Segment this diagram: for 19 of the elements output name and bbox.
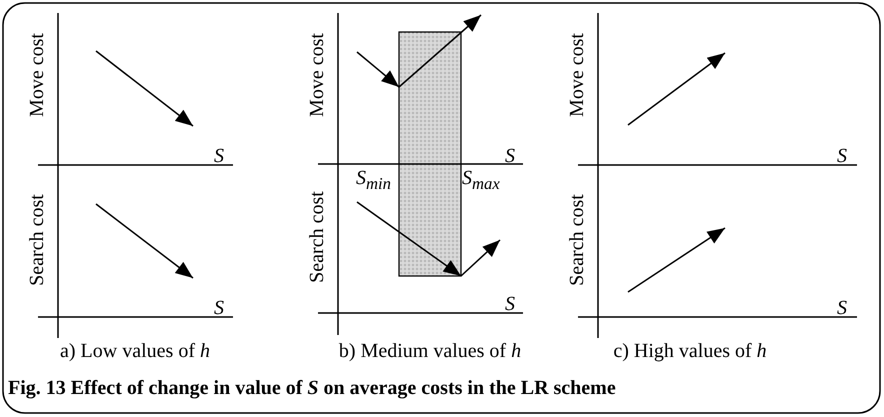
axis-symbol: S$_{max}$ [462, 168, 500, 193]
axis-symbol: S [505, 146, 515, 166]
shaded-region [398, 31, 462, 277]
axis-symbol: S [505, 294, 515, 314]
panel-caption: b) Medium values of h [338, 341, 522, 361]
axis-title: Move cost [307, 33, 327, 117]
axis-symbol: S [214, 146, 224, 166]
axis-title: Move cost [27, 33, 47, 117]
axis-title: Search cost [567, 194, 587, 286]
axis-symbol: S$_{min}$ [356, 168, 391, 193]
axis-symbol: S [837, 298, 847, 318]
axis-title: Search cost [307, 191, 327, 283]
figure-caption: Fig. 13 Effect of change in value of S on average costs in the LR scheme [8, 378, 616, 398]
axis-title: Search cost [27, 194, 47, 286]
axis-symbol: S [214, 298, 224, 318]
panel-caption: a) Low values of h [60, 341, 210, 361]
axis-title: Move cost [567, 33, 587, 117]
axis-symbol: S [837, 146, 847, 166]
panel-caption: c) High values of h [613, 341, 767, 361]
